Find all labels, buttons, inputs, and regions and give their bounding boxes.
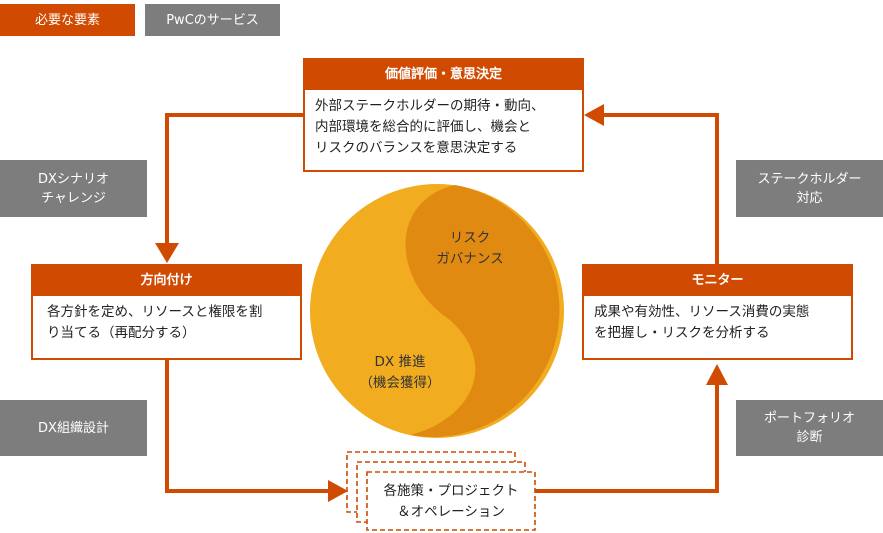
label-line: （機会獲得） [359,375,441,391]
arrow-line-top-left [165,113,304,245]
label-line: ＆オペレーション [397,504,505,520]
label-line: 各施策・プロジェクト [383,483,519,499]
box-line: 外部ステークホルダーの期待・動向、 [315,98,545,114]
service-line: 対応 [796,190,823,206]
box-line: リスクのバランスを意思決定する [315,140,518,156]
service-line: 診断 [796,430,823,445]
service-dx-org-design: DX組織設計 [0,400,147,456]
box-title: モニター [584,266,851,296]
service-line: ステークホルダー [757,171,862,187]
arrow-line-bottom-right [535,385,719,493]
legend-pwc-services: PwCのサービス [145,4,280,36]
service-portfolio: ポートフォリオ診断 [736,400,883,456]
projects-label: 各施策・プロジェクト ＆オペレーション [367,481,535,523]
box-line: を把握し・リスクを分析する [594,325,770,341]
service-line: ポートフォリオ [763,411,855,426]
value-evaluation-box: 価値評価・意思決定 外部ステークホルダーの期待・動向、内部環境を総合的に評価し、… [303,58,584,172]
arrow-head-left [584,104,604,126]
dx-promotion-label: DX 推進 （機会獲得） [340,352,460,394]
monitor-box: モニター 成果や有効性、リソース消費の実態を把握し・リスクを分析する [582,264,853,360]
arrow-head-up [706,364,728,385]
arrow-line-bottom-left [165,358,330,493]
arrow-head-right [328,480,348,502]
legend-required: 必要な要素 [0,4,135,36]
box-line: り当てる（再配分する） [47,325,196,341]
label-line: DX 推進 [374,354,426,370]
circle-risk-governance [405,185,560,437]
arrow-head-down [155,243,179,263]
project-card-front [366,471,536,531]
box-line: 内部環境を総合的に評価し、機会と [315,119,531,135]
label-line: ガバナンス [436,251,504,267]
service-dx-scenario: DXシナリオチャレンジ [0,160,147,217]
service-line: DXシナリオ [38,171,109,187]
box-title: 価値評価・意思決定 [305,60,582,90]
direction-box: 方向付け 各方針を定め、リソースと権限を割り当てる（再配分する） [31,264,302,360]
risk-governance-label: リスクガバナンス [410,228,530,270]
arrow-line-top-right [603,113,719,265]
service-line: チャレンジ [41,190,106,206]
box-line: 各方針を定め、リソースと権限を割 [47,304,263,320]
label-line: リスク [449,230,491,246]
box-line: 成果や有効性、リソース消費の実態 [594,304,810,320]
box-title: 方向付け [33,266,300,296]
service-stakeholder: ステークホルダー対応 [736,160,883,217]
